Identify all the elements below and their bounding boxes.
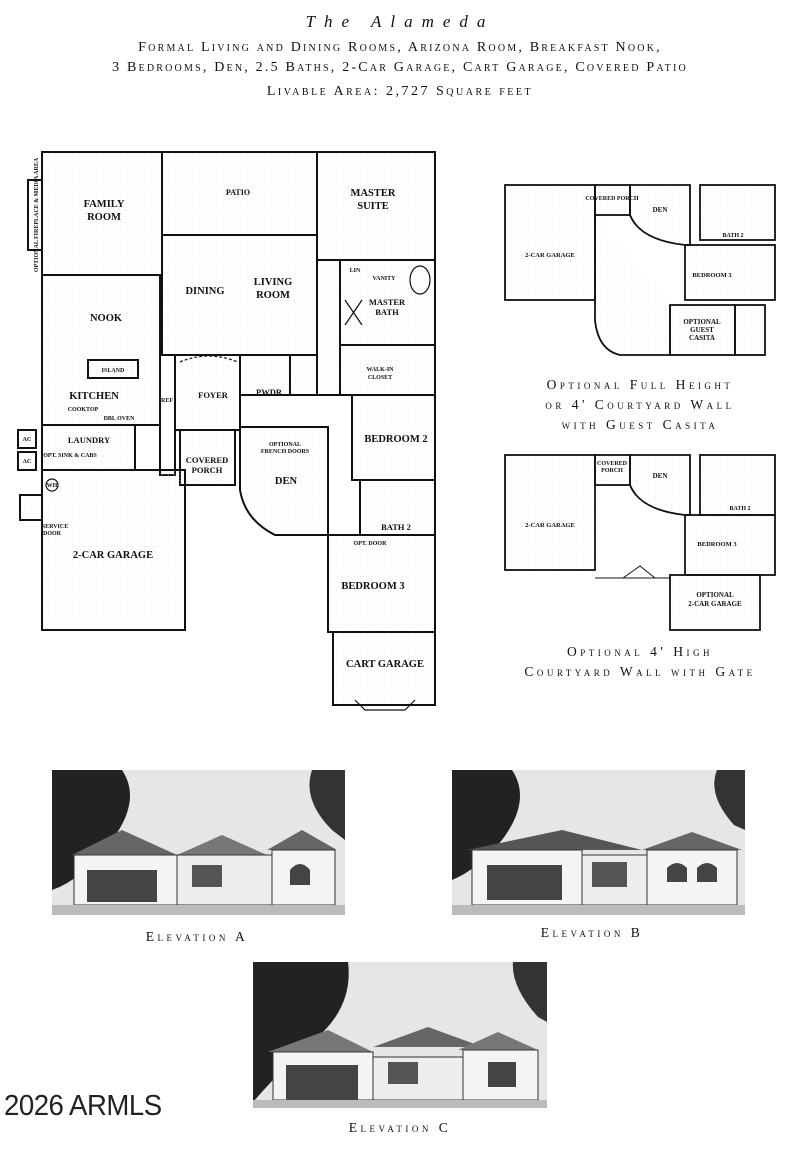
walk-in-closet-label-2: CLOSET <box>368 375 392 381</box>
garage-label: 2-CAR GARAGE <box>73 550 153 561</box>
covered-porch-label-2: PORCH <box>192 465 223 475</box>
kitchen-label: KITCHEN <box>69 391 119 402</box>
laundry-label: LAUNDRY <box>68 435 110 445</box>
master-suite-label: MASTER <box>351 188 396 199</box>
gate-bath-2-label: BATH 2 <box>729 506 750 512</box>
vanity-label: VANITY <box>373 276 397 282</box>
casita-caption-3: with Guest Casita <box>561 417 719 432</box>
gate-opt-garage-label-2: 2-CAR GARAGE <box>688 600 742 608</box>
service-door-label: SERVICE <box>42 524 68 530</box>
dbl-oven-label: DBL OVEN <box>104 416 136 422</box>
water-heater-label: WH <box>47 483 58 489</box>
walk-in-closet-label: WALK-IN <box>366 367 394 373</box>
lin-label: LIN <box>350 268 361 274</box>
gate-caption-2: Courtyard Wall with Gate <box>524 664 756 679</box>
bedroom-2-label: BEDROOM 2 <box>364 434 427 445</box>
ref-label: REF <box>161 398 173 404</box>
master-bath-label-2: BATH <box>375 307 399 317</box>
main-plan-labels: FAMILY ROOM OPTIONAL FIREPLACE & MEDIA A… <box>23 157 428 670</box>
gate-covered-porch-label: COVERED <box>597 461 628 467</box>
casita-label: OPTIONAL <box>683 318 721 326</box>
foyer-label: FOYER <box>198 390 229 400</box>
features-line-2: 3 Bedrooms, Den, 2.5 Baths, 2-Car Garage… <box>112 60 688 75</box>
watermark: 2026 ARMLS <box>4 1090 162 1122</box>
casita-label-2: GUEST <box>690 326 714 334</box>
covered-porch-label: COVERED <box>186 455 229 465</box>
casita-bath-2-label: BATH 2 <box>722 233 743 239</box>
casita-caption-1: Optional Full Height <box>546 377 734 392</box>
elevation-a-caption: Elevation A <box>145 929 249 944</box>
livable-area: Livable Area: 2,727 Square feet <box>266 84 534 99</box>
patio-label: PATIO <box>226 188 250 197</box>
family-room-label: FAMILY <box>84 199 125 210</box>
french-doors-label: OPTIONAL <box>269 442 301 448</box>
powder-room-label: PWDR <box>256 387 283 397</box>
bath-2-label: BATH 2 <box>381 522 411 532</box>
gate-den-label: DEN <box>653 472 668 480</box>
option-casita-plan <box>504 184 776 356</box>
elevation-b-image <box>452 770 745 915</box>
master-bath-label: MASTER <box>369 297 406 307</box>
casita-label-3: CASITA <box>689 334 715 342</box>
french-doors-label-2: FRENCH DOORS <box>261 449 310 455</box>
elevation-c-caption: Elevation C <box>348 1120 452 1135</box>
elevation-a-image <box>52 770 345 915</box>
gate-caption-1: Optional 4' High <box>567 644 713 659</box>
living-room-label: LIVING <box>254 277 293 288</box>
nook-label: NOOK <box>90 313 123 324</box>
cooktop-label: COOKTOP <box>68 407 99 413</box>
dining-label: DINING <box>185 286 224 297</box>
den-label: DEN <box>275 476 298 487</box>
gate-bedroom-3-label: BEDROOM 3 <box>697 541 737 548</box>
living-room-label-2: ROOM <box>256 290 290 301</box>
casita-garage-label: 2-CAR GARAGE <box>525 252 575 259</box>
main-plan-walls <box>17 151 436 706</box>
island-label: ISLAND <box>102 368 125 374</box>
bedroom-3-label: BEDROOM 3 <box>341 581 404 592</box>
option-gate-plan <box>504 454 776 631</box>
sink-cabs-label: OPT. SINK & CABS <box>43 453 97 459</box>
ac-unit-2: AC <box>23 459 32 465</box>
features-line-1: Formal Living and Dining Rooms, Arizona … <box>138 40 662 55</box>
cart-garage-label: CART GARAGE <box>346 659 424 670</box>
elevation-c-image <box>253 962 547 1108</box>
gate-covered-porch-label-2: PORCH <box>601 468 623 474</box>
elevation-b-caption: Elevation B <box>540 925 644 940</box>
casita-den-label: DEN <box>653 206 668 214</box>
casita-caption-2: or 4' Courtyard Wall <box>545 397 735 412</box>
ac-unit-1: AC <box>23 437 32 443</box>
family-room-label-2: ROOM <box>87 212 121 223</box>
service-door-label-2: DOOR <box>43 531 62 537</box>
gate-garage-label: 2-CAR GARAGE <box>525 522 575 529</box>
casita-covered-porch-label: COVERED PORCH <box>585 196 639 202</box>
master-suite-label-2: SUITE <box>357 201 389 212</box>
gate-opt-garage-label: OPTIONAL <box>696 591 734 599</box>
fireplace-label: OPTIONAL FIREPLACE & MEDIA AREA <box>34 157 40 272</box>
casita-bedroom-3-label: BEDROOM 3 <box>692 272 732 279</box>
plan-title: The Alameda <box>305 12 495 31</box>
opt-door-label: OPT. DOOR <box>354 541 388 547</box>
